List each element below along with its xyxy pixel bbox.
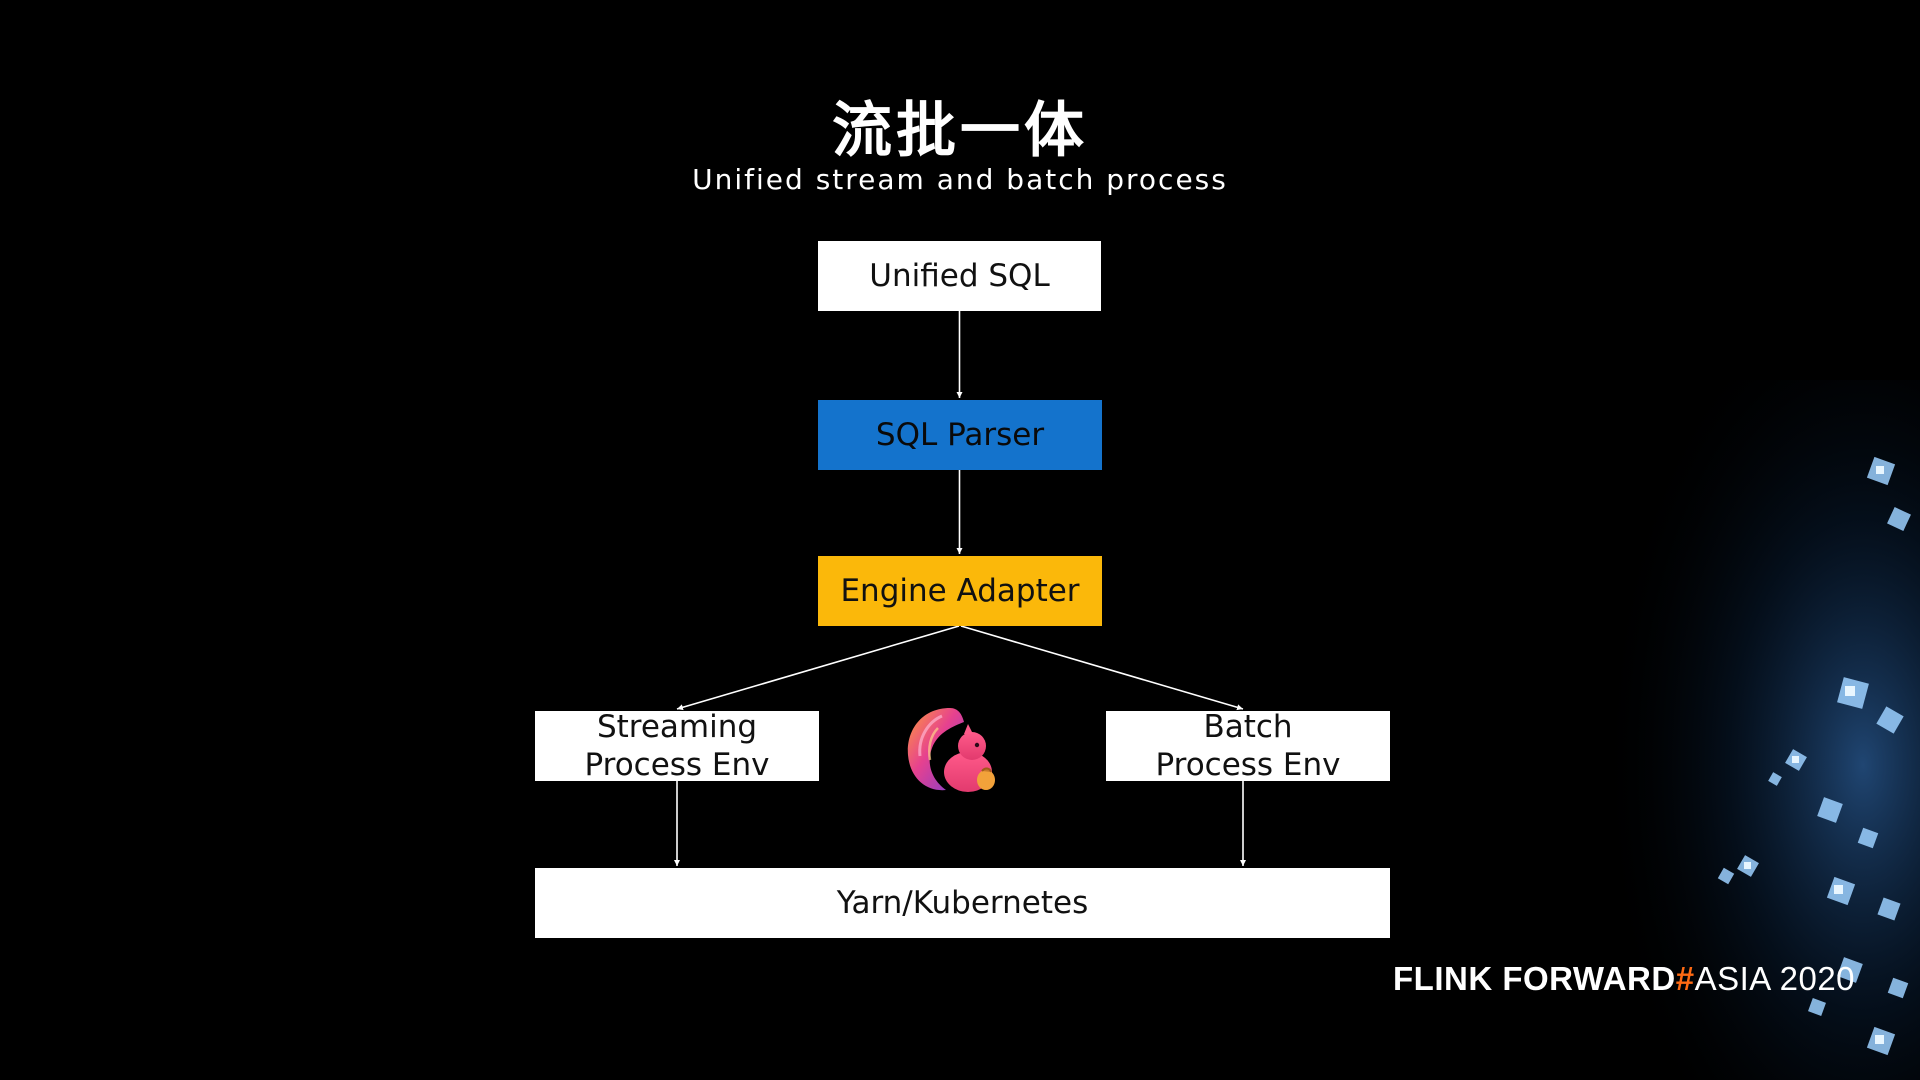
edge-adapter-to-streaming	[676, 625, 960, 711]
node-engine-adapter: Engine Adapter	[818, 556, 1102, 626]
branding-part1: FLINK FORWARD	[1393, 960, 1676, 997]
flink-forward-branding: FLINK FORWARD#ASIA 2020	[1393, 960, 1855, 998]
flink-squirrel-logo	[907, 708, 995, 792]
node-batch-label-line2: Process Env	[1155, 747, 1341, 783]
edge-adapter-to-batch	[960, 625, 1244, 711]
node-streaming-label-line1: Streaming	[596, 709, 758, 745]
branding-hash: #	[1675, 960, 1695, 997]
node-streaming-env: Streaming Process Env	[535, 709, 819, 783]
slide-title: 流批一体	[832, 96, 1088, 166]
node-yarn-kubernetes: Yarn/Kubernetes	[535, 868, 1390, 938]
branding-part2: ASIA 2020	[1694, 960, 1856, 997]
node-batch-label-line1: Batch	[1203, 709, 1293, 745]
node-sql-parser: SQL Parser	[818, 400, 1102, 470]
node-engine-adapter-label: Engine Adapter	[840, 573, 1080, 609]
node-sql-parser-label: SQL Parser	[875, 417, 1045, 453]
node-streaming-label-line2: Process Env	[584, 747, 770, 783]
node-unified-sql-label: Unified SQL	[869, 258, 1050, 294]
node-unified-sql: Unified SQL	[818, 241, 1101, 311]
node-batch-env: Batch Process Env	[1106, 709, 1390, 783]
node-yarn-label: Yarn/Kubernetes	[836, 885, 1089, 921]
slide-subtitle: Unified stream and batch process	[692, 163, 1228, 196]
